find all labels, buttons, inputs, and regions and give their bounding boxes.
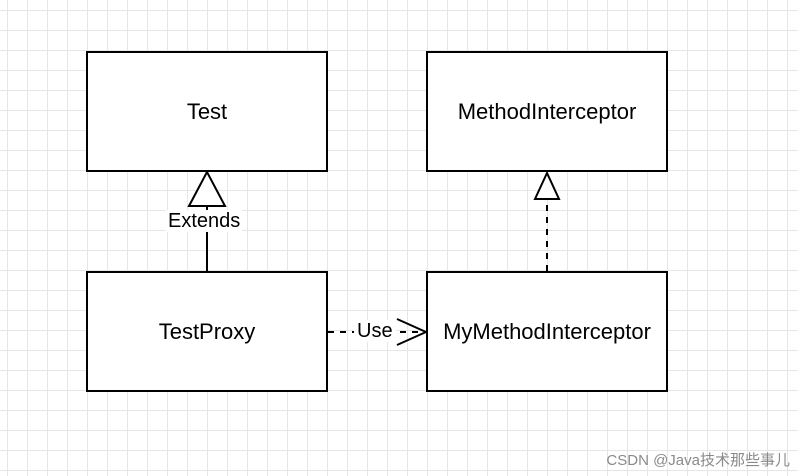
class-box-test-proxy[interactable]: TestProxy <box>86 271 328 392</box>
extends-edge-label: Extends <box>166 210 243 232</box>
use-edge-label: Use <box>354 320 396 342</box>
class-name-test: Test <box>186 98 228 124</box>
implements-arrowhead <box>533 170 561 200</box>
class-box-method-interceptor[interactable]: MethodInterceptor <box>426 51 668 172</box>
class-name-my-method-interceptor: MyMethodInterceptor <box>443 318 651 344</box>
class-name-test-proxy: TestProxy <box>158 318 256 344</box>
class-name-method-interceptor: MethodInterceptor <box>457 98 637 124</box>
class-box-my-method-interceptor[interactable]: MyMethodInterceptor <box>426 271 668 392</box>
watermark: CSDN @Java技术那些事儿 <box>606 452 790 469</box>
class-box-test[interactable]: Test <box>86 51 328 172</box>
extends-arrowhead <box>187 169 227 207</box>
